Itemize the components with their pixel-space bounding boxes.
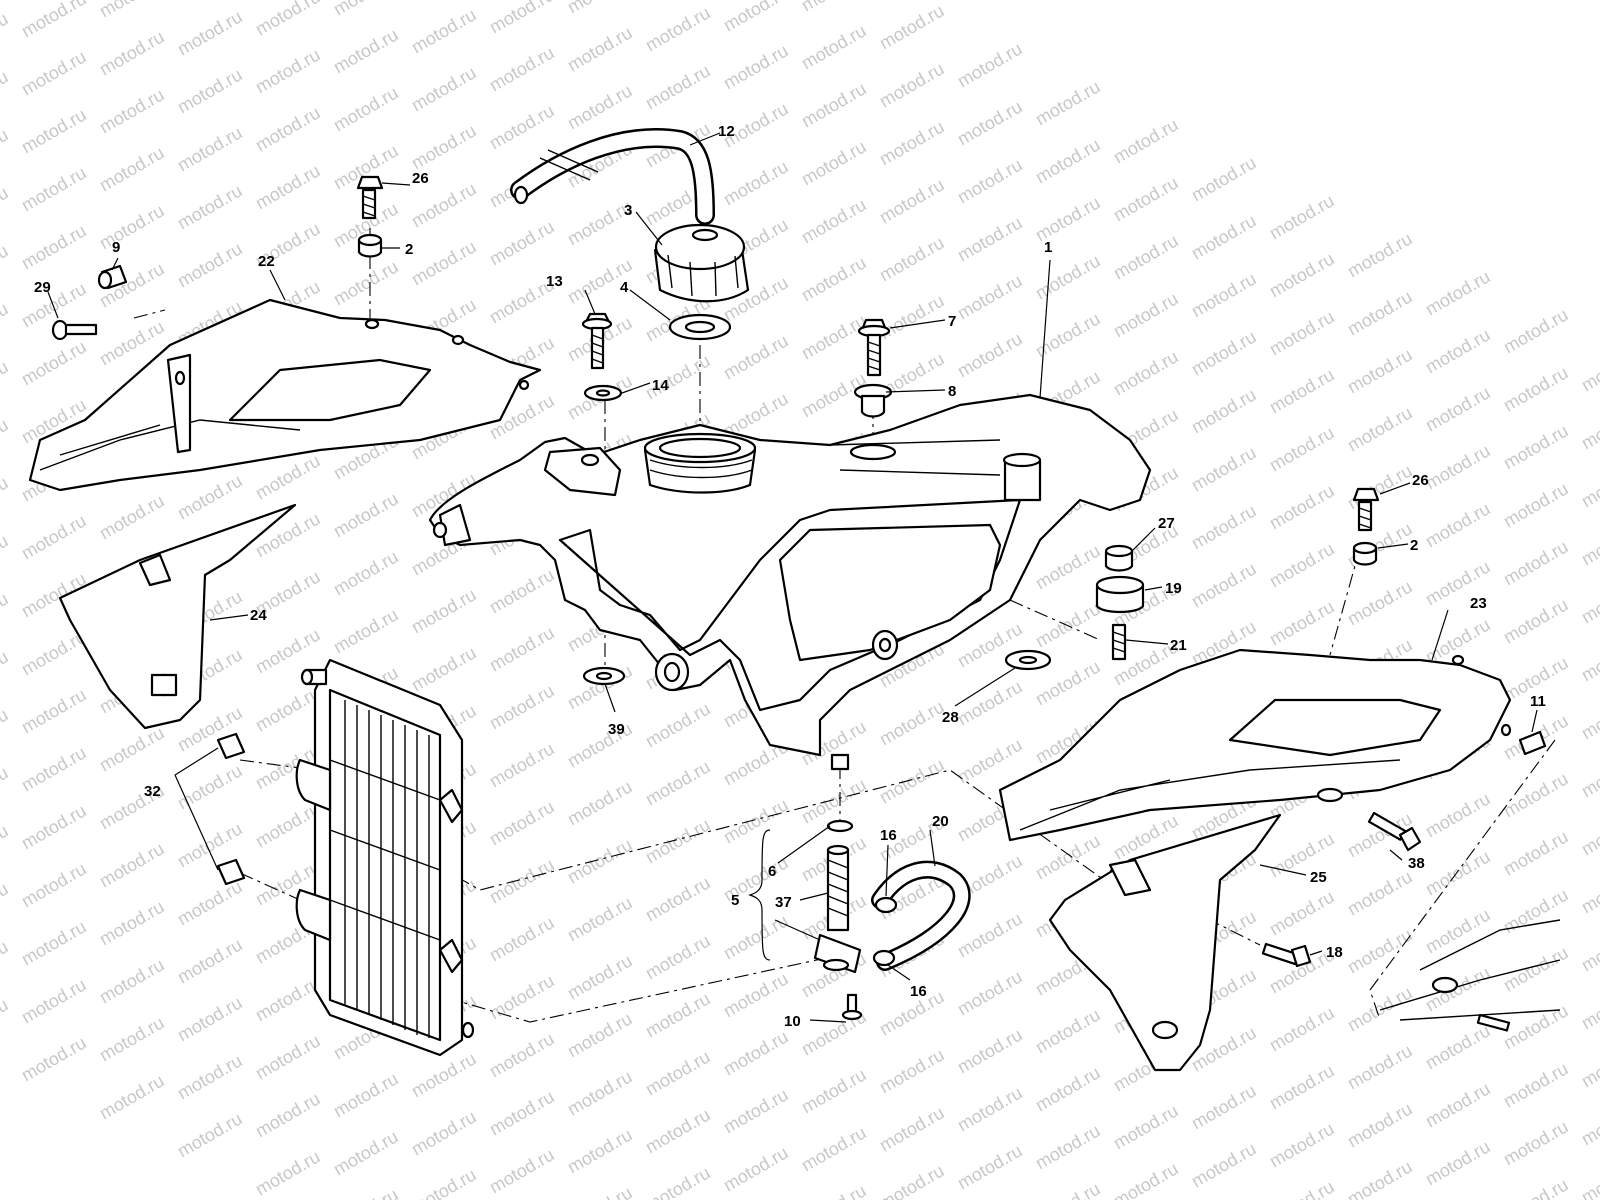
hose-20	[871, 860, 971, 971]
callout-10: 10	[784, 1013, 801, 1030]
bolt-38	[1367, 811, 1422, 852]
filter-37	[813, 844, 862, 974]
bolt-13	[581, 312, 613, 370]
radiator	[295, 658, 475, 1057]
washer-28	[1004, 649, 1052, 671]
callout-16-lower: 16	[910, 983, 927, 1000]
fuel-tank-1	[428, 393, 1152, 771]
callout-2-right: 2	[1410, 537, 1418, 554]
callout-16-upper: 16	[880, 827, 897, 844]
bolt-18	[1261, 942, 1312, 968]
screw-29	[51, 319, 98, 341]
callout-26-right: 26	[1412, 472, 1429, 489]
callout-2-left: 2	[405, 241, 413, 258]
washer-39	[582, 666, 626, 686]
callout-6: 6	[768, 863, 776, 880]
callout-19: 19	[1165, 580, 1182, 597]
callout-38: 38	[1408, 855, 1425, 872]
bolt-26-left	[356, 175, 384, 258]
callout-8: 8	[948, 383, 956, 400]
callout-37: 37	[775, 894, 792, 911]
grommet-9	[97, 264, 128, 290]
callout-5: 5	[731, 892, 739, 909]
callout-27: 27	[1158, 515, 1175, 532]
callout-18: 18	[1326, 944, 1343, 961]
callout-9: 9	[112, 239, 120, 256]
callout-4: 4	[620, 279, 629, 296]
damper-8	[853, 383, 893, 418]
partial-bracket-bottom-right	[1379, 919, 1561, 1032]
washer-14	[583, 384, 623, 402]
callout-32: 32	[144, 783, 161, 800]
bracket-24	[58, 503, 297, 730]
callout-28: 28	[942, 709, 959, 726]
callout-39: 39	[608, 721, 625, 738]
callout-29: 29	[34, 279, 51, 296]
seal-6	[826, 819, 854, 833]
washer-4	[668, 313, 732, 341]
clamp-16-upper	[874, 896, 898, 914]
callout-20: 20	[932, 813, 949, 830]
clip-32-lower	[216, 858, 246, 886]
leader-lines	[47, 132, 1538, 1023]
clip-32-upper	[216, 732, 246, 760]
callout-13: 13	[546, 273, 563, 290]
callout-26-left: 26	[412, 170, 429, 187]
bolt-26-right	[1352, 487, 1380, 566]
screw-10	[841, 993, 863, 1021]
callout-22: 22	[258, 253, 275, 270]
fuel-cap-3	[653, 223, 750, 303]
callout-23: 23	[1470, 595, 1487, 612]
rubber-mount-19	[1095, 575, 1145, 614]
callout-11: 11	[1530, 693, 1546, 710]
clip-11	[1518, 730, 1547, 756]
shroud-23	[998, 648, 1512, 842]
callout-24: 24	[250, 607, 267, 624]
hose-12	[510, 128, 715, 225]
bracket-25	[1048, 813, 1282, 1072]
shroud-22	[28, 298, 542, 492]
callout-25: 25	[1310, 869, 1327, 886]
bolt-7	[857, 318, 891, 377]
callout-21: 21	[1170, 637, 1187, 654]
clamp-16-lower	[872, 949, 896, 967]
callout-12: 12	[718, 123, 735, 140]
spacer-27	[1104, 544, 1134, 572]
callout-14: 14	[652, 377, 669, 394]
stud-21	[1111, 623, 1127, 661]
callout-7: 7	[948, 313, 956, 330]
callout-1: 1	[1044, 239, 1052, 256]
callout-3: 3	[624, 202, 632, 219]
callout-labels: 1 2 2 3 4 5 6 7 8 9 10 11 12 13 14 16 16…	[34, 123, 1546, 1030]
